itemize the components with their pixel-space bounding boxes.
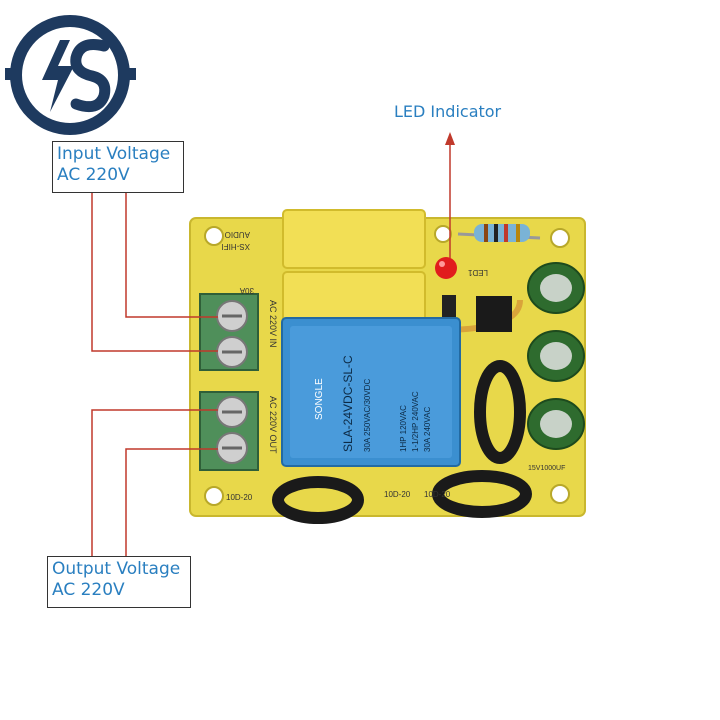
toroid-inductor-3 xyxy=(474,360,526,464)
bolt-s-logo-icon xyxy=(5,15,136,135)
input-voltage-line2: AC 220V xyxy=(57,165,130,185)
output-voltage-line2: AC 220V xyxy=(52,580,125,600)
board-label-ac-out: AC 220V OUT xyxy=(268,396,278,454)
relay-rating-4: 30A 240VAC xyxy=(423,407,432,452)
resistor xyxy=(457,224,541,242)
board-label-inductor-3: 10D-20 xyxy=(424,490,451,499)
led-arrow-icon xyxy=(445,132,455,145)
bridge-rectifier xyxy=(476,296,512,332)
board-label-power: 30A xyxy=(239,286,254,295)
electrolytic-capacitor-3 xyxy=(527,398,585,450)
relay-rating-2: 1HP 120VAC xyxy=(399,405,408,452)
board-label-led: LED1 xyxy=(467,268,488,277)
toroid-inductor-2 xyxy=(432,470,532,518)
relay xyxy=(281,317,461,467)
x2-capacitor-top xyxy=(282,209,426,269)
callout-lines xyxy=(91,142,451,556)
board-label-inductor-1: 10D-20 xyxy=(226,493,253,502)
input-voltage-label: Input Voltage AC 220V xyxy=(52,141,184,193)
board-label-cap: 15V1000UF xyxy=(528,465,565,472)
led xyxy=(435,257,457,279)
electrolytic-capacitor-1 xyxy=(527,262,585,314)
relay-model: SLA-24VDC-SL-C xyxy=(341,355,355,452)
board-label-inductor-2: 10D-20 xyxy=(384,490,411,499)
relay-rating-1: 30A 250VAC/30VDC xyxy=(363,379,372,452)
board-label-ac-in: AC 220V IN xyxy=(268,300,278,348)
terminal-block-output xyxy=(199,391,259,471)
output-voltage-line1: Output Voltage xyxy=(52,559,181,579)
toroid-inductor-1 xyxy=(272,476,364,524)
board-label-hifi-1: XS-HIFI xyxy=(222,242,250,251)
input-voltage-line1: Input Voltage xyxy=(57,144,171,164)
electrolytic-capacitor-2 xyxy=(527,330,585,382)
output-voltage-label: Output Voltage AC 220V xyxy=(47,556,191,608)
board-label-hifi-2: AUDIO xyxy=(225,230,250,239)
relay-rating-3: 1-1/2HP 240VAC xyxy=(411,391,420,452)
terminal-block-input xyxy=(199,293,259,371)
relay-brand: SONGLE xyxy=(314,378,325,420)
led-indicator-label: LED Indicator xyxy=(394,102,502,121)
